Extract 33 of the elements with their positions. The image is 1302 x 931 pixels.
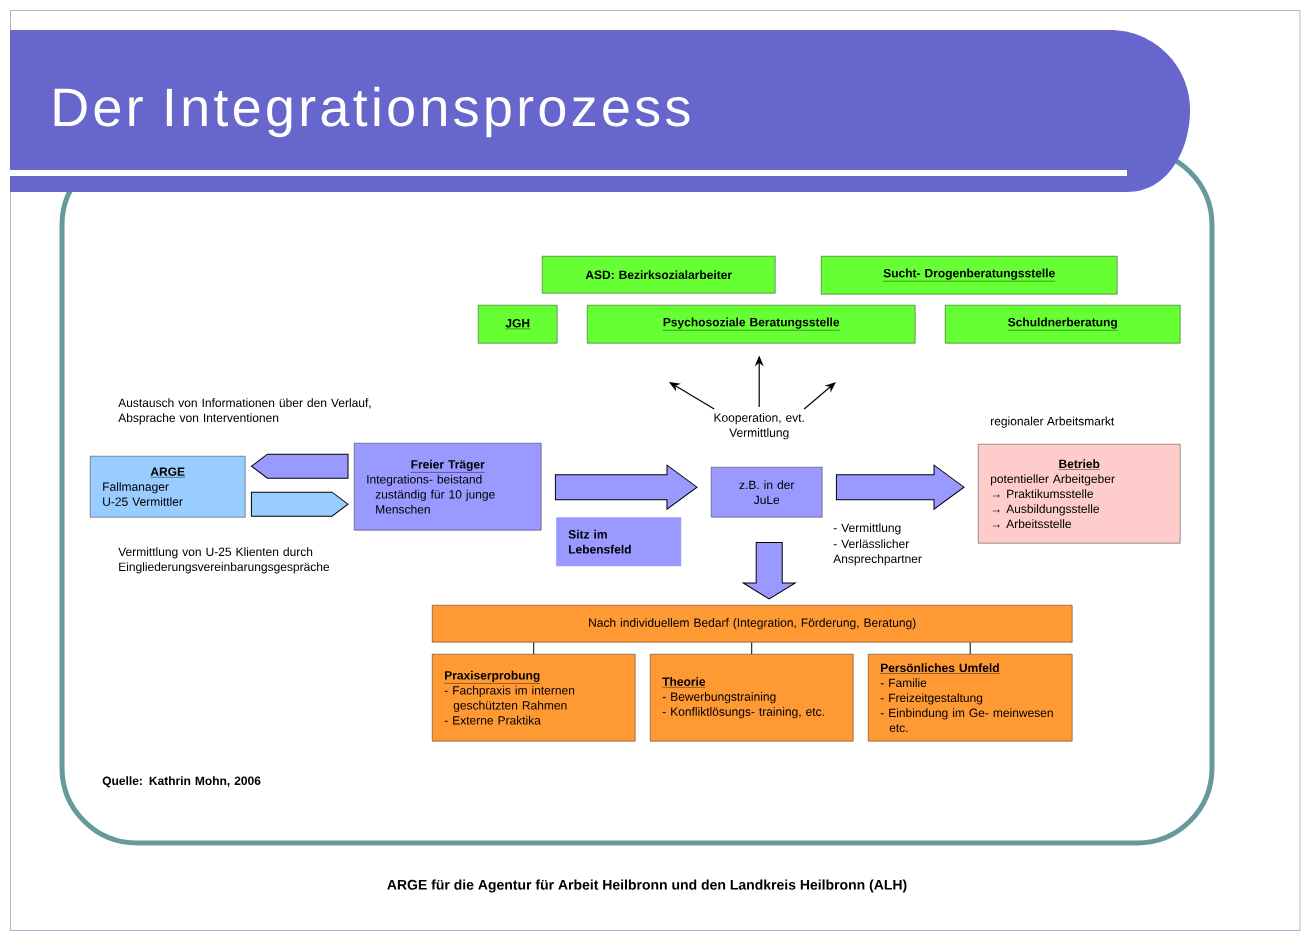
source-note: Quelle: Kathrin Mohn, 2006 <box>102 776 261 788</box>
annotation-text: Kooperation, evt. Vermittlung <box>714 413 804 440</box>
process-box: z.B. in der JuLe <box>711 467 823 518</box>
connector-line <box>533 641 535 655</box>
service-box: Schuldnerberatung <box>945 305 1181 344</box>
block-arrow <box>835 464 965 510</box>
service-box: ASD: Bezirksozialarbeiter <box>542 256 776 294</box>
service-box: JGH <box>478 305 558 344</box>
category-box: Persönliches Umfeld - Familie - Freizeitgestaltung - Einbindung im Ge- meinwesen etc. <box>868 654 1073 742</box>
connector-line <box>969 641 971 655</box>
process-box: Betrieb potentieller Arbeitgeber → Praktikumsstelle → Ausbildungsstelle → Arbeitsstelle <box>978 444 1181 544</box>
footer-caption: ARGE für die Agentur für Arbeit Heilbronn und den Landkreis Heilbronn (ALH) <box>387 879 907 893</box>
category-box: Praxiserprobung - Fachpraxis im internen geschützten Rahmen - Externe Praktika <box>432 654 636 742</box>
box-caption: regionaler Arbeitsmarkt <box>991 416 1115 428</box>
category-box: Theorie - Bewerbungstraining - Konfliktlösungs- training, etc. <box>650 654 854 742</box>
block-arrow <box>250 453 349 479</box>
service-box: Psychosoziale Beratungsstelle <box>587 305 916 344</box>
annotation-text: Austausch von Informationen über den Verlauf, Absprache von Interventionen <box>118 398 371 425</box>
service-box: Sucht- Drogenberatungsstelle <box>821 256 1118 295</box>
block-arrow <box>250 491 349 517</box>
block-arrow <box>742 541 796 600</box>
category-box: Nach individuellem Bedarf (Integration, Förderung, Beratung) <box>432 605 1073 643</box>
process-box: ARGE Fallmanager U-25 Vermittler <box>90 456 246 518</box>
arrow <box>669 382 715 410</box>
connector-line <box>751 641 753 655</box>
annotation-text: - Vermittlung <box>833 523 901 535</box>
annotation-text: Vermittlung von U-25 Klienten durch Eingliederungsvereinbarungsgespräche <box>118 547 330 574</box>
arrow <box>803 382 836 410</box>
title: Der Integrationsprozess <box>54 86 690 138</box>
info-box: Sitz im Lebensfeld <box>556 517 682 567</box>
annotation-text: - Verlässlicher Ansprechpartner <box>833 539 922 566</box>
process-box: Freier Träger Integrations- beistand zuständig für 10 junge Menschen <box>354 443 542 531</box>
block-arrow <box>554 464 698 510</box>
